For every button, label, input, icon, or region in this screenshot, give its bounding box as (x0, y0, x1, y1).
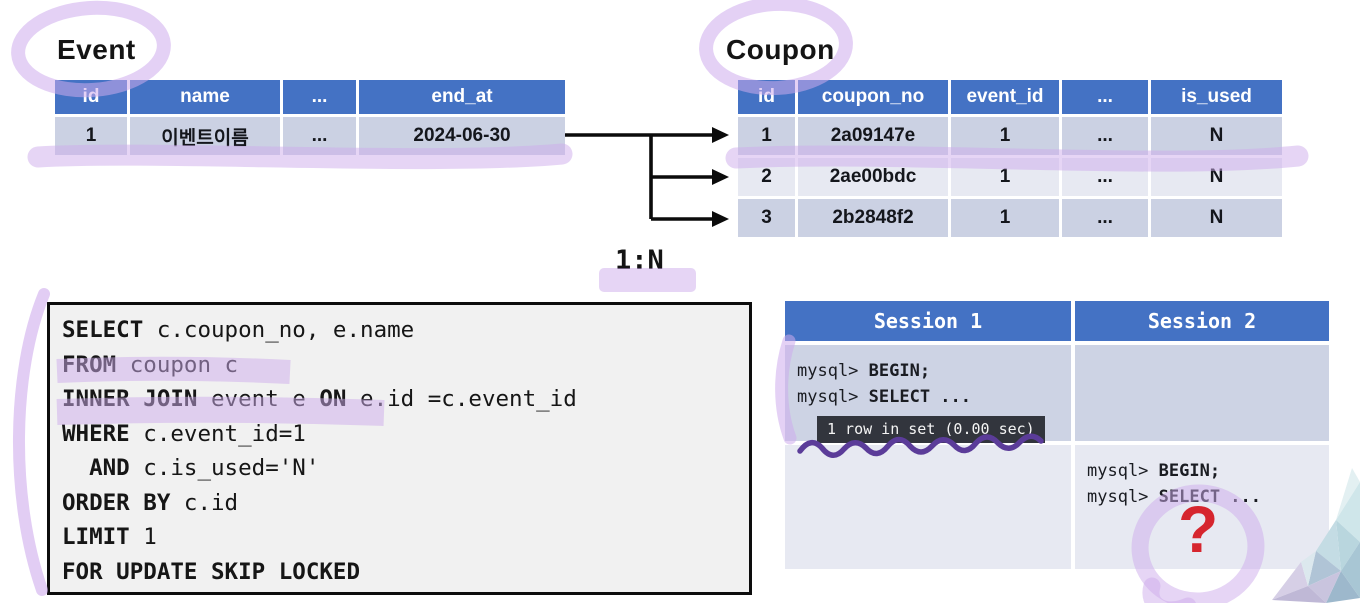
coupon-table-title: Coupon (726, 34, 835, 65)
event-cell: 이벤트이름 (130, 117, 280, 155)
session1-header: Session 1 (785, 301, 1071, 341)
event-table-title: Event (57, 34, 136, 65)
coupon-cell: 1 (951, 117, 1059, 155)
coupon-cell: N (1151, 199, 1282, 237)
event-col-header: ... (283, 80, 356, 114)
event-table: id name ... end_at 1 이벤트이름 ... 2024-06-3… (55, 80, 565, 155)
coupon-col-header: ... (1062, 80, 1148, 114)
coupon-cell: N (1151, 158, 1282, 196)
sql-line: SELECT c.coupon_no, e.name (62, 317, 415, 343)
event-cell: 1 (55, 117, 127, 155)
coupon-cell: 2ae00bdc (798, 158, 948, 196)
coupon-cell: 1 (951, 158, 1059, 196)
terminal-line: mysql> SELECT ... (797, 387, 972, 407)
relation-cardinality-label: 1:N (615, 245, 664, 276)
sql-line: WHERE c.event_id=1 (62, 420, 306, 447)
coupon-cell: ... (1062, 158, 1148, 196)
event-col-header: id (55, 80, 127, 114)
terminal-line: mysql> BEGIN; (1087, 461, 1221, 481)
sql-line: LIMIT 1 (62, 524, 157, 550)
sql-code-block: SELECT c.coupon_no, e.name FROM coupon c… (47, 302, 752, 595)
coupon-col-header: is_used (1151, 80, 1282, 114)
sql-line: FOR UPDATE SKIP LOCKED (62, 558, 361, 585)
coupon-cell: N (1151, 117, 1282, 155)
event-cell: ... (283, 117, 356, 155)
coupon-cell: 3 (738, 199, 795, 237)
question-circle-tail (1142, 577, 1196, 603)
sql-line: AND c.is_used='N' (89, 455, 320, 481)
session2-header: Session 2 (1075, 301, 1329, 341)
sql-line: FROM coupon c (62, 351, 239, 378)
event-col-header: name (130, 80, 280, 114)
coupon-cell: ... (1062, 199, 1148, 237)
session1-step1-cell: mysql> BEGIN; mysql> SELECT ... 1 row in… (785, 345, 1071, 443)
coupon-cell: ... (1062, 117, 1148, 155)
sql-line: ORDER BY c.id (62, 489, 239, 516)
left-parenthesis-mark (13, 288, 50, 596)
coupon-cell: 1 (738, 117, 795, 155)
event-cell: 2024-06-30 (359, 117, 565, 155)
coupon-col-header: id (738, 80, 795, 114)
coupon-col-header: coupon_no (798, 80, 948, 114)
query-result-badge: 1 row in set (0.00 sec) (817, 416, 1045, 443)
coupon-cell: 2 (738, 158, 795, 196)
blocked-query-question-mark: ? (1178, 492, 1219, 566)
sql-line: INNER JOIN event e ON e.id =c.event_id (62, 386, 577, 412)
coupon-table: id coupon_no event_id ... is_used 1 2a09… (738, 80, 1282, 237)
coupon-cell: 2b2848f2 (798, 199, 948, 237)
terminal-line: mysql> BEGIN; (797, 361, 931, 381)
event-col-header: end_at (359, 80, 565, 114)
coupon-col-header: event_id (951, 80, 1059, 114)
session-table: Session 1 Session 2 mysql> BEGIN; mysql>… (785, 301, 1329, 569)
session2-step1-cell (1075, 345, 1329, 441)
session1-step2-cell (785, 445, 1071, 569)
coupon-cell: 2a09147e (798, 117, 948, 155)
coupon-cell: 1 (951, 199, 1059, 237)
